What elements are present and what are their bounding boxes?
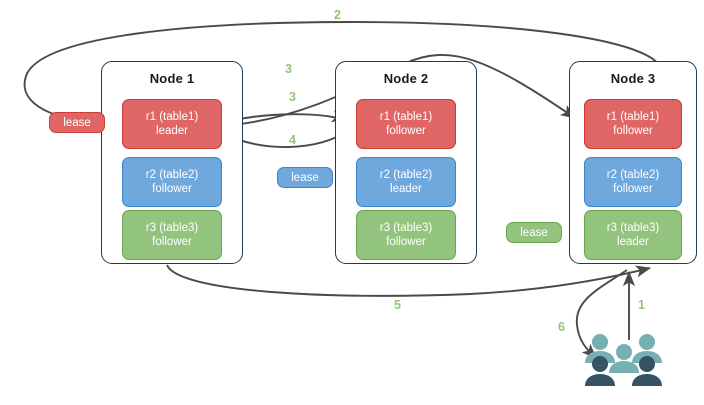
node-3-replica-r3-role: leader [617,236,649,248]
step-label-3-lower: 3 [289,90,296,104]
node-1-replica-r2-name: r2 (table2) [145,169,199,181]
node-1-replica-r3-name: r3 (table3) [145,222,199,234]
node-2-replica-r2-name: r2 (table2) [379,169,433,181]
node-1-replica-r1[interactable]: r1 (table1) leader [122,99,222,149]
node-2-replica-r1-role: follower [386,125,426,137]
node-1-replica-r1-name: r1 (table1) [145,111,199,123]
node-2-replica-r2[interactable]: r2 (table2) leader [356,157,456,207]
step-label-6: 6 [558,320,565,334]
node-3-replica-r3-name: r3 (table3) [606,222,660,234]
step-label-1: 1 [638,298,645,312]
users-icon [585,334,662,386]
node-2-replica-r2-role: leader [390,183,422,195]
node-2-title: Node 2 [383,71,429,86]
node-3-replica-r2[interactable]: r2 (table2) follower [584,157,682,207]
arrow-step-4 [225,129,349,148]
lease-chip-r2[interactable]: lease [277,167,333,188]
step-label-3-upper: 3 [285,62,292,76]
node-1-replica-r3-role: follower [152,236,192,248]
lease-chip-r3[interactable]: lease [506,222,562,243]
node-3-replica-r1[interactable]: r1 (table1) follower [584,99,682,149]
arrow-step-6 [575,269,628,359]
node-1-title: Node 1 [149,71,195,86]
node-1-replica-r2[interactable]: r2 (table2) follower [122,157,222,207]
node-3-replica-r1-name: r1 (table1) [606,111,660,123]
node-2-replica-r3[interactable]: r3 (table3) follower [356,210,456,260]
step-label-4: 4 [289,133,296,147]
node-3-box[interactable]: Node 3 r1 (table1) follower r2 (table2) … [569,61,697,264]
step-label-5: 5 [394,298,401,312]
node-1-replica-r3[interactable]: r3 (table3) follower [122,210,222,260]
node-1-replica-r2-role: follower [152,183,192,195]
node-2-box[interactable]: Node 2 r1 (table1) follower r2 (table2) … [335,61,477,264]
node-3-replica-r2-name: r2 (table2) [606,169,660,181]
node-3-title: Node 3 [610,71,656,86]
step-label-2: 2 [334,8,341,22]
node-3-replica-r1-role: follower [613,125,653,137]
arrow-step-5 [166,264,652,297]
node-2-replica-r1[interactable]: r1 (table1) follower [356,99,456,149]
node-2-replica-r3-role: follower [386,236,426,248]
node-3-replica-r3[interactable]: r3 (table3) leader [584,210,682,260]
arrow-step-2 [23,21,663,127]
lease-chip-r1[interactable]: lease [49,112,105,133]
node-1-replica-r1-role: leader [156,125,188,137]
node-3-replica-r2-role: follower [613,183,653,195]
node-2-replica-r1-name: r1 (table1) [379,111,433,123]
node-1-box[interactable]: Node 1 r1 (table1) leader r2 (table2) fo… [101,61,243,264]
node-2-replica-r3-name: r3 (table3) [379,222,433,234]
